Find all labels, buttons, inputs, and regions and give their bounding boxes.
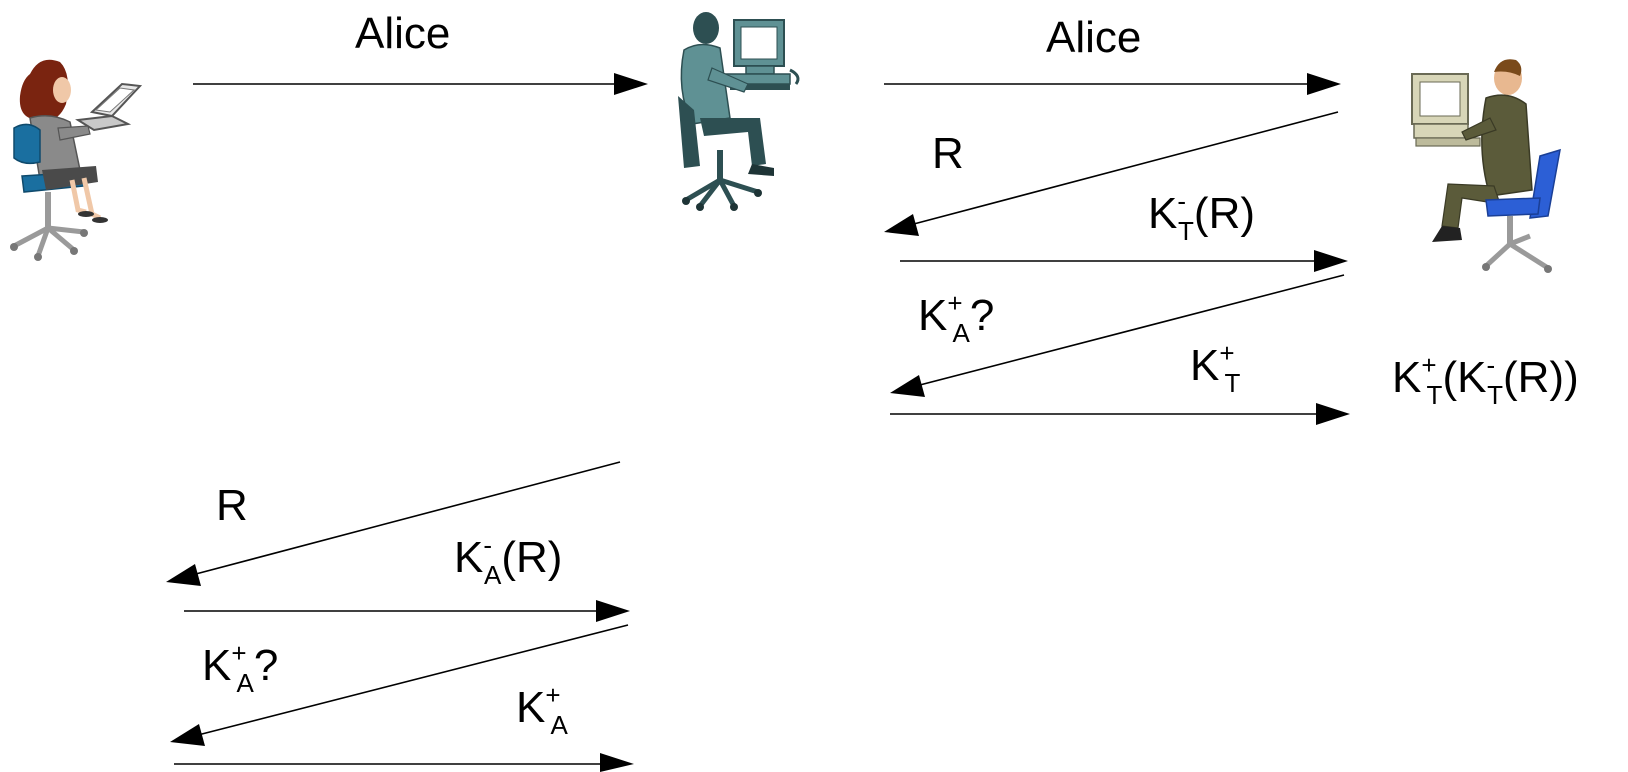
label-tail: (R) bbox=[501, 533, 562, 582]
label-sub: T bbox=[1225, 368, 1241, 398]
arrow-alice-to-trudy-key bbox=[174, 753, 634, 772]
label-base: K bbox=[516, 683, 545, 732]
arrow-bob-to-trudy-keyreq bbox=[890, 274, 1345, 397]
label-tail: (R) bbox=[1194, 189, 1255, 238]
message-label-alice-left: Alice bbox=[355, 9, 450, 58]
label-sub: T bbox=[1427, 380, 1443, 410]
label-sub: T bbox=[1178, 216, 1194, 246]
arrow-trudy-to-bob-signed bbox=[900, 250, 1348, 272]
message-label-k-a-plus-query-upper: K+A? bbox=[918, 288, 994, 348]
label-part: (K bbox=[1442, 353, 1486, 402]
woman-at-laptop-icon bbox=[10, 59, 143, 261]
label-sup: - bbox=[1486, 350, 1495, 380]
message-label-r-upper: R bbox=[932, 129, 964, 178]
arrow-trudy-to-alice-r bbox=[166, 461, 621, 586]
label-base: K bbox=[202, 641, 231, 690]
label-sub: A bbox=[551, 710, 569, 740]
label-sub: A bbox=[484, 560, 502, 590]
arrow-trudy-to-bob bbox=[884, 73, 1341, 95]
label-sup: + bbox=[1219, 338, 1234, 368]
message-label-k-t-plus: K+T bbox=[1190, 338, 1241, 398]
label-base: K bbox=[918, 291, 947, 340]
label-sub: A bbox=[237, 668, 255, 698]
arrow-alice-to-trudy bbox=[193, 73, 648, 95]
verification-label: K+T(K-T(R)) bbox=[1392, 350, 1579, 410]
arrow-bob-to-trudy-r bbox=[884, 111, 1339, 236]
message-label-k-a-plus: K+A bbox=[516, 680, 569, 740]
arrow-alice-to-trudy-signed bbox=[184, 600, 630, 622]
arrow-trudy-to-bob-key bbox=[890, 403, 1350, 425]
label-tail: ? bbox=[254, 641, 278, 690]
label-part: K bbox=[1392, 353, 1421, 402]
label-base: K bbox=[1148, 189, 1177, 238]
label-sup: + bbox=[231, 638, 246, 668]
label-base: K bbox=[1190, 341, 1219, 390]
label-sup: - bbox=[1177, 186, 1186, 216]
message-label-alice-right: Alice bbox=[1046, 13, 1141, 62]
label-sup: + bbox=[545, 680, 560, 710]
label-base: K bbox=[454, 533, 483, 582]
label-sub: A bbox=[953, 318, 971, 348]
label-tail: ? bbox=[970, 291, 994, 340]
man-at-computer-icon bbox=[1411, 59, 1561, 273]
label-sup: - bbox=[483, 530, 492, 560]
message-label-k-t-minus-r: K-T(R) bbox=[1148, 186, 1255, 246]
label-part: (R)) bbox=[1503, 353, 1579, 402]
message-label-k-a-minus-r: K-A(R) bbox=[454, 530, 562, 590]
man-at-computer-icon bbox=[678, 12, 800, 211]
label-sub: T bbox=[1487, 380, 1503, 410]
message-label-r-lower: R bbox=[216, 481, 248, 530]
arrow-trudy-to-alice-keyreq bbox=[170, 624, 629, 746]
label-sup: + bbox=[1421, 350, 1436, 380]
label-sup: + bbox=[947, 288, 962, 318]
message-label-k-a-plus-query-lower: K+A? bbox=[202, 638, 278, 698]
